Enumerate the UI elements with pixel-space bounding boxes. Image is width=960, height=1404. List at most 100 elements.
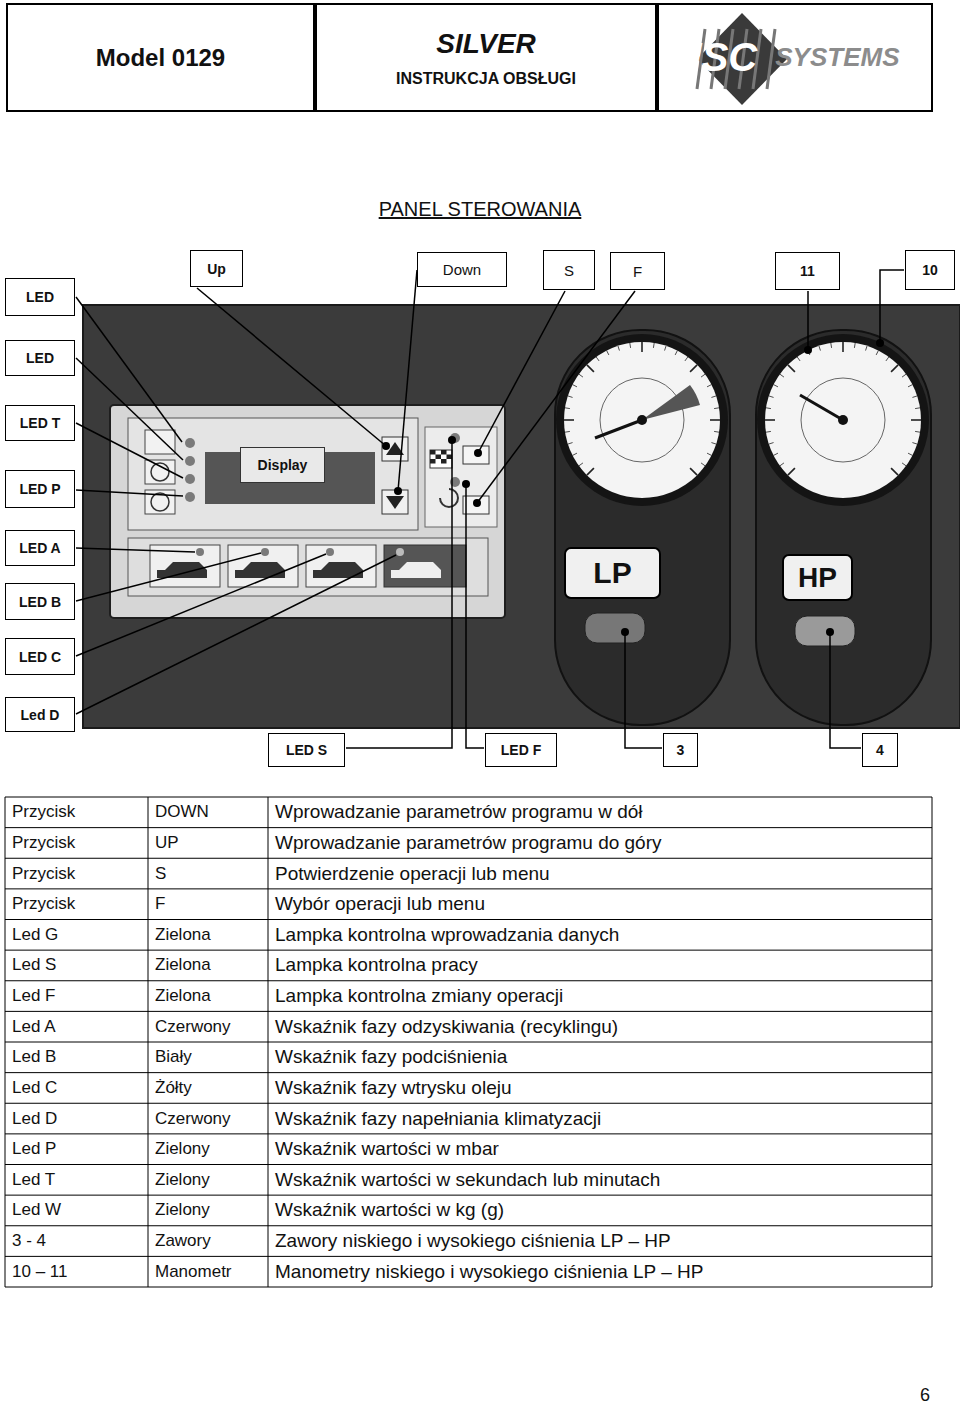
table-cell: Wskaźnik fazy podciśnienia — [275, 1042, 929, 1073]
label-text: Led F — [12, 986, 55, 1006]
callout-box: LED — [5, 278, 75, 316]
table-cell: DOWN — [155, 797, 265, 828]
pressure-gauge-part — [866, 346, 868, 351]
pressure-gauge-part — [641, 342, 643, 352]
table-cell: 3 - 4 — [12, 1226, 145, 1257]
label-text: Lampka kontrolna wprowadzania danych — [275, 924, 619, 946]
table-cell: Wskaźnik wartości w mbar — [275, 1134, 929, 1165]
pressure-gauge-part — [774, 385, 778, 387]
header-logo: ISCSYSTEMS — [657, 3, 933, 112]
pressure-gauge-part — [701, 463, 705, 466]
leader-lines-part — [76, 553, 261, 601]
table-grid-part — [5, 1225, 932, 1226]
pressure-gauge-part — [757, 334, 929, 506]
controller-face-part — [430, 450, 452, 464]
table-grid-part — [5, 1287, 932, 1288]
label-text: S — [155, 864, 166, 884]
callout-box: LED C — [5, 638, 75, 675]
leader-lines-part — [466, 484, 484, 748]
pressure-gauge-part — [587, 365, 594, 372]
table-cell: Przycisk — [12, 889, 145, 920]
table-cell: Led P — [12, 1134, 145, 1165]
table-grid-part — [5, 888, 932, 889]
node-text: F — [633, 263, 642, 280]
table-cell: Led C — [12, 1073, 145, 1104]
leader-lines-part — [625, 632, 662, 748]
table-cell: Led F — [12, 981, 145, 1012]
node-text: SYSTEMS — [775, 42, 899, 73]
label-text: Led T — [12, 1170, 55, 1190]
controller-face-part — [391, 562, 441, 578]
leader-dots — [382, 339, 884, 636]
table-grid-part — [5, 858, 932, 859]
callout-box: F — [610, 252, 665, 290]
label-text: Wskaźnik fazy wtrysku oleju — [275, 1077, 512, 1099]
label-text: Wskaźnik wartości w mbar — [275, 1138, 499, 1160]
table-cell: Lampka kontrolna zmiany operacji — [275, 981, 929, 1012]
node-text: LED — [26, 289, 54, 305]
label-text: Manometry niskiego i wysokiego ciśnienia… — [275, 1261, 703, 1283]
table-grid-part — [5, 1011, 932, 1012]
pressure-gauge-part — [819, 346, 821, 351]
label-text: UP — [155, 833, 179, 853]
table-grid-part — [5, 797, 6, 1287]
pressure-gauge-part — [701, 374, 705, 377]
label-text: Zielony — [155, 1139, 210, 1159]
table-cell: Wybór operacji lub menu — [275, 889, 929, 920]
controller-face-part — [384, 545, 466, 587]
table-cell: Zielona — [155, 950, 265, 981]
pressure-gauge-part — [685, 357, 688, 361]
table-cell: Zielony — [155, 1165, 265, 1196]
leader-lines-part — [477, 291, 635, 503]
table-cell: Zielony — [155, 1195, 265, 1226]
label-text: Manometr — [155, 1262, 232, 1282]
controller-face-part — [326, 548, 334, 556]
node-text: LED — [26, 350, 54, 366]
controller-face-part — [382, 437, 408, 461]
label-text: Wskaźnik fazy odzyskiwania (recyklingu) — [275, 1016, 618, 1038]
label-text: Zielony — [155, 1200, 210, 1220]
leader-lines-part — [346, 440, 452, 748]
table-grid-part — [5, 1072, 932, 1073]
label-text: Przycisk — [12, 833, 75, 853]
table-cell: Wskaźnik fazy odzyskiwania (recyklingu) — [275, 1011, 929, 1042]
control-panel-photo-part — [83, 305, 960, 728]
label-text: DOWN — [155, 802, 209, 822]
pressure-gauge-part — [564, 419, 574, 421]
label-text: Wskaźnik fazy podciśnienia — [275, 1046, 507, 1068]
pressure-gauge-part — [766, 431, 771, 433]
table-grid-part — [5, 1256, 932, 1257]
pressure-gauge-part — [765, 419, 775, 421]
label-text: Lampka kontrolna zmiany operacji — [275, 985, 563, 1007]
leader-dots-part — [462, 480, 470, 488]
table-cell: Czerwony — [155, 1103, 265, 1134]
pressure-gauge-part — [800, 395, 843, 420]
pressure-gauge-part — [573, 453, 577, 455]
pressure-gauge-part — [707, 385, 711, 387]
label-text: Led P — [12, 1139, 56, 1159]
label-text: Led G — [12, 925, 58, 945]
display-label: Display — [240, 447, 325, 483]
pressure-gauge-part — [912, 443, 917, 445]
label-text: Led W — [12, 1200, 61, 1220]
label-text: Przycisk — [12, 802, 75, 822]
table-cell: Żółty — [155, 1073, 265, 1104]
pressure-gauge-part — [596, 357, 599, 361]
table-grid-part — [5, 827, 932, 828]
callout-number: 10 — [905, 250, 955, 290]
controller-face — [110, 405, 505, 618]
controller-face-part — [145, 430, 175, 454]
callout-box: Down — [417, 252, 507, 287]
node-text: 4 — [876, 742, 884, 758]
leader-dots-part — [876, 339, 884, 347]
pressure-gauge-part — [915, 407, 920, 409]
leader-lines-part — [880, 270, 904, 343]
node-text: LED C — [19, 649, 61, 665]
pressure-gauge-part — [710, 419, 720, 421]
pressure-gauge-part — [607, 351, 609, 355]
table-cell: F — [155, 889, 265, 920]
table-grid-part — [5, 1103, 932, 1104]
gauge-bezels — [555, 330, 931, 725]
table-cell: Przycisk — [12, 828, 145, 859]
